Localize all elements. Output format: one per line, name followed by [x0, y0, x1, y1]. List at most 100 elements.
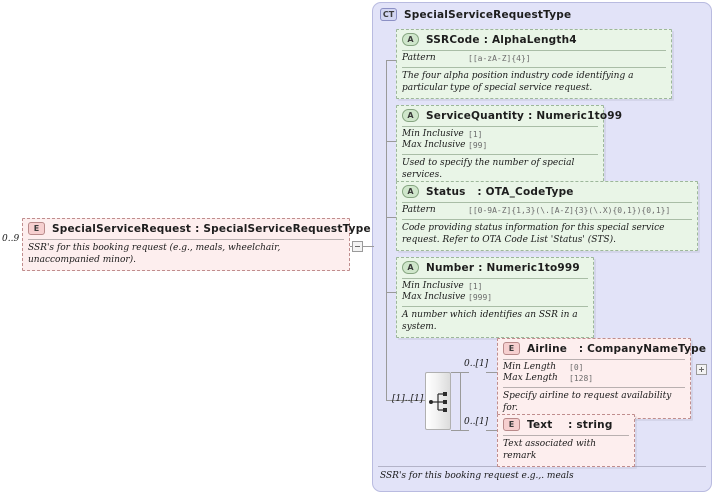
attribute-title: ServiceQuantity: Numeric1to99: [426, 110, 622, 122]
connector-branch-servicequantity: [386, 141, 396, 142]
element-name: Airline: [527, 342, 568, 355]
attribute-divider-bottom: [402, 154, 598, 155]
attribute-title: SSRCode: AlphaLength4: [426, 34, 577, 46]
facet-label: Max Inclusive: [402, 292, 466, 302]
element-separator: :: [578, 342, 584, 355]
connector-compositor-text: [451, 430, 469, 431]
attribute-separator: :: [477, 185, 482, 198]
facet-label: Min Inclusive: [402, 281, 464, 291]
attribute-name: SSRCode: [426, 33, 480, 46]
element-divider: [28, 239, 344, 240]
attribute-type: Numeric1to999: [486, 261, 580, 274]
attribute-icon: A: [402, 109, 419, 122]
facet-value: [1]: [468, 130, 483, 139]
sequence-glyph: [429, 392, 447, 412]
element-separator: :: [568, 418, 573, 431]
element-divider-bottom: [503, 387, 685, 388]
facet-label: Max Length: [503, 373, 558, 383]
attribute-type: Numeric1to99: [536, 109, 623, 122]
connector-to-airline: [486, 372, 498, 373]
element-title: Text : string: [527, 419, 613, 431]
attribute-divider-bottom: [402, 67, 666, 68]
attribute-ssrcode[interactable]: A SSRCode: AlphaLength4 Pattern [[a-zA-Z…: [396, 29, 672, 99]
facet-label: Pattern: [402, 53, 436, 63]
facet-label: Pattern: [402, 205, 436, 215]
facet-row: Max Inclusive [99]: [402, 140, 598, 151]
element-title: Airline : CompanyNameType: [527, 343, 706, 355]
attribute-divider-top: [402, 50, 666, 51]
facet-row: Max Inclusive [999]: [402, 292, 588, 303]
attribute-number[interactable]: A Number: Numeric1to999 Min Inclusive [1…: [396, 257, 594, 338]
attribute-name: Number: [426, 261, 475, 274]
attribute-facets: Pattern [[0-9A-Z]{1,3}(\.[A-Z]{3}(\.X){0…: [397, 203, 697, 219]
facet-value: [[a-zA-Z]{4}]: [468, 54, 531, 63]
attribute-separator: :: [478, 261, 483, 274]
attribute-title: Status : OTA_CodeType: [426, 186, 574, 198]
connector-branch-status: [386, 217, 396, 218]
attribute-separator: :: [528, 109, 533, 122]
facet-row: Min Inclusive [1]: [402, 129, 598, 140]
connector-trunk: [386, 60, 387, 400]
sequence-compositor-icon[interactable]: [425, 372, 451, 430]
attribute-divider-top: [402, 126, 598, 127]
element-name: Text: [527, 418, 553, 431]
attribute-title-row: A Status : OTA_CodeType: [397, 182, 697, 202]
attribute-facets: Pattern [[a-zA-Z]{4}]: [397, 51, 671, 67]
attribute-icon: A: [402, 261, 419, 274]
facet-label: Max Inclusive: [402, 140, 466, 150]
element-icon: E: [28, 222, 45, 235]
attribute-name: Status: [426, 185, 466, 198]
root-collapse-toggle[interactable]: [352, 241, 363, 252]
complextype-footer-text: SSR's for this booking request e.g.,. me…: [380, 471, 574, 481]
attribute-name: ServiceQuantity: [426, 109, 525, 122]
facet-value: [[0-9A-Z]{1,3}(\.[A-Z]{3}(\.X){0,1}){0,1…: [468, 206, 671, 215]
attribute-documentation: Code providing status information for th…: [402, 223, 665, 245]
attribute-title: Number: Numeric1to999: [426, 262, 580, 274]
root-occurrence: 0..9: [2, 234, 20, 244]
airline-occurrence: 0..[1]: [464, 359, 489, 369]
attribute-status[interactable]: A Status : OTA_CodeType Pattern [[0-9A-Z…: [396, 181, 698, 251]
element-airline[interactable]: E Airline : CompanyNameType Min Length […: [497, 338, 706, 419]
facet-value: [999]: [468, 293, 493, 302]
facet-row: Pattern [[a-zA-Z]{4}]: [402, 53, 666, 64]
text-occurrence: 0..[1]: [464, 417, 489, 427]
facet-value: [99]: [468, 141, 488, 150]
attribute-facets: Min Inclusive [1] Max Inclusive [99]: [397, 127, 603, 154]
complextype-icon: CT: [380, 8, 397, 21]
element-text[interactable]: E Text : string Text associated with rem…: [497, 414, 635, 467]
facet-row: Min Inclusive [1]: [402, 281, 588, 292]
connector-branch-ssrcode: [386, 60, 396, 61]
complextype-header: CT SpecialServiceRequestType: [373, 3, 711, 21]
attribute-type: OTA_CodeType: [485, 185, 574, 198]
attribute-documentation: A number which identifies an SSR in a sy…: [402, 310, 578, 332]
element-title-row: E SpecialServiceRequest: SpecialServiceR…: [23, 219, 371, 239]
facet-value: [0]: [569, 363, 584, 372]
connector-compositor-vertical: [460, 372, 461, 430]
element-type: CompanyNameType: [587, 342, 707, 355]
element-facets: Min Length [0] Max Length [128]: [498, 360, 690, 387]
facet-row: Pattern [[0-9A-Z]{1,3}(\.[A-Z]{3}(\.X){0…: [402, 205, 692, 216]
attribute-divider-top: [402, 202, 692, 203]
facet-label: Min Length: [503, 362, 557, 372]
element-icon: E: [503, 342, 520, 355]
facet-label: Min Inclusive: [402, 129, 464, 139]
connector-branch-compositor: [386, 400, 425, 401]
connector-branch-number: [386, 292, 396, 293]
element-divider-top: [503, 359, 685, 360]
attribute-servicequantity[interactable]: A ServiceQuantity: Numeric1to99 Min Incl…: [396, 105, 622, 186]
element-documentation: Specify airline to request availability …: [503, 391, 672, 413]
element-special-service-request[interactable]: E SpecialServiceRequest: SpecialServiceR…: [22, 218, 371, 271]
element-icon: E: [503, 418, 520, 431]
element-title-row: E Airline : CompanyNameType: [498, 339, 706, 359]
attribute-title-row: A SSRCode: AlphaLength4: [397, 30, 671, 50]
attribute-title-row: A ServiceQuantity: Numeric1to99: [397, 106, 622, 126]
complextype-name: SpecialServiceRequestType: [404, 8, 572, 21]
facet-value: [128]: [569, 374, 594, 383]
attribute-icon: A: [402, 33, 419, 46]
element-title: SpecialServiceRequest: SpecialServiceReq…: [52, 223, 371, 235]
attribute-title-row: A Number: Numeric1to999: [397, 258, 593, 278]
element-documentation: Text associated with remark: [503, 439, 597, 461]
element-divider: [503, 435, 629, 436]
airline-expand-toggle[interactable]: [696, 364, 707, 375]
